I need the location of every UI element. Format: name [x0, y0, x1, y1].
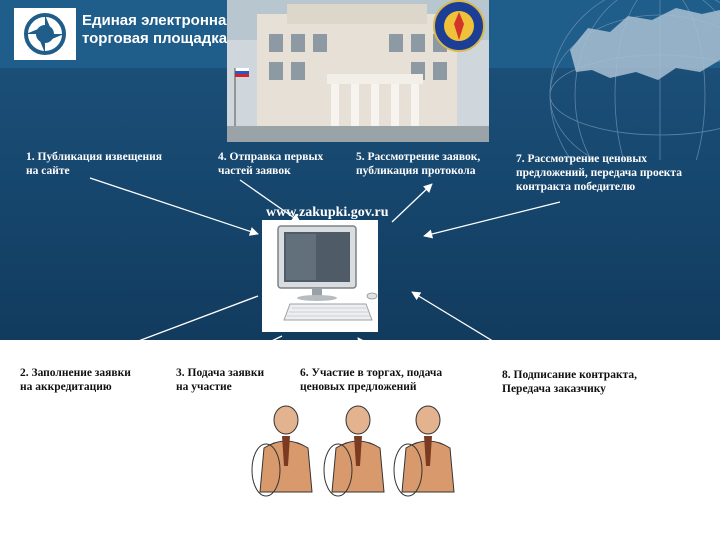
step-2-label: 2. Заполнение заявки на аккредитацию	[20, 367, 131, 393]
businessmen-group	[251, 405, 455, 497]
brand-line-2: торговая площадка	[82, 30, 228, 47]
step-4-label: 4. Отправка первых частей заявок	[218, 151, 324, 177]
businessman-icon	[393, 405, 455, 497]
arrow-step-6	[357, 337, 379, 365]
brand-line-1: Единая электронная	[82, 12, 236, 29]
desktop-computer-icon	[262, 220, 378, 332]
businessman-icon	[323, 405, 385, 497]
step-3-label: 3. Подача заявки на участие	[176, 367, 265, 393]
step-5-label: 5. Рассмотрение заявок, публикация прото…	[356, 151, 481, 177]
etp-logo-icon	[14, 8, 76, 60]
step-7-label: 7. Рассмотрение ценовых предложений, пер…	[516, 153, 682, 193]
building-photo	[227, 0, 489, 142]
businessman-icon	[251, 405, 313, 497]
step-8-label: 8. Подписание контракта, Передача заказч…	[502, 369, 637, 395]
emergency-ministry-emblem-icon	[433, 0, 485, 52]
step-6-label: 6. Участие в торгах, подача ценовых пред…	[300, 367, 443, 393]
brand-name: Единая электронная торговая площадка	[82, 12, 235, 48]
globe-russia-icon	[549, 0, 720, 160]
site-url: www.zakupki.gov.ru	[266, 205, 389, 220]
step-1-label: 1. Публикация извещения на сайте	[26, 151, 162, 177]
